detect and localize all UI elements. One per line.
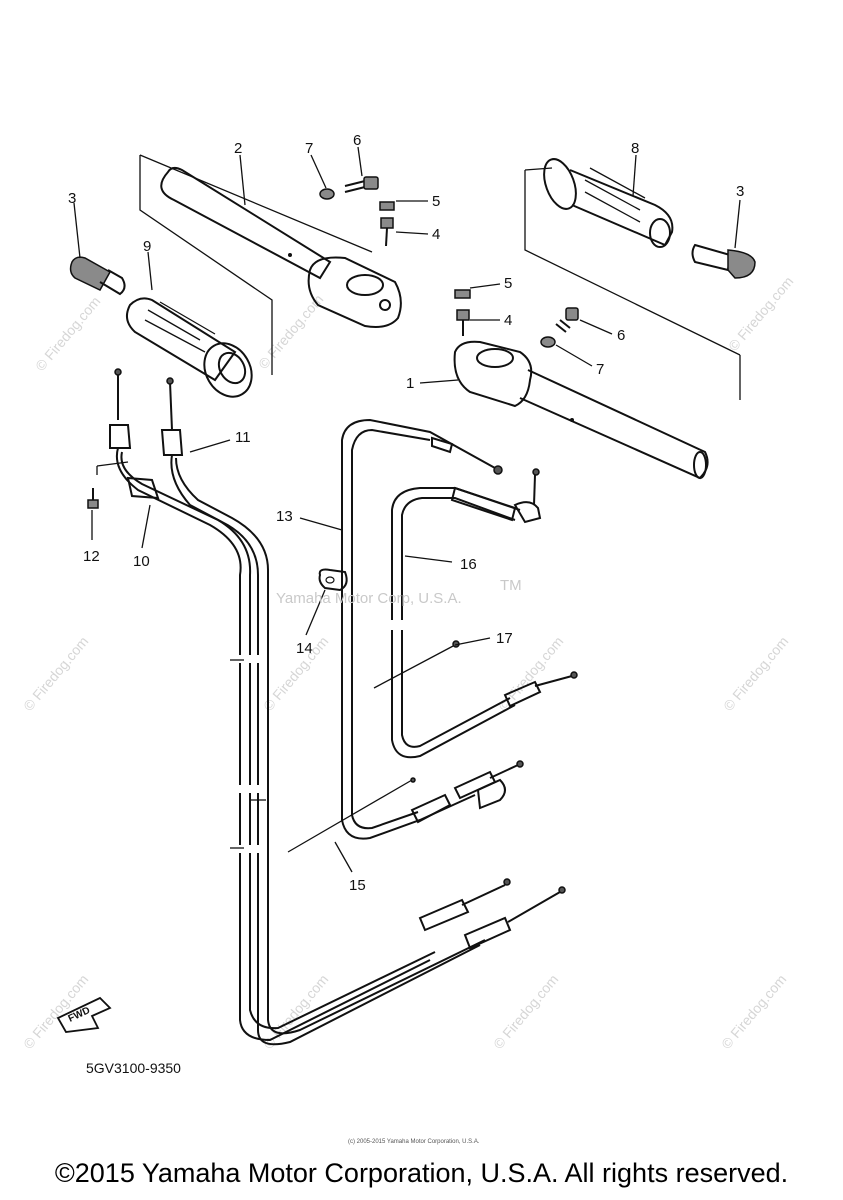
- label-3-left: 3: [68, 190, 76, 207]
- cable-15: [287, 630, 524, 853]
- bolts-and-washers: [87, 176, 579, 509]
- yamaha-watermark: Yamaha Motor Corp, U.S.A.: [276, 590, 462, 607]
- label-9: 9: [143, 238, 151, 255]
- left-bar-end: [69, 256, 126, 296]
- leader-lines: [73, 146, 741, 873]
- washer-7: [319, 188, 335, 200]
- copyright-notice: ©2015 Yamaha Motor Corporation, U.S.A. A…: [54, 1158, 789, 1188]
- label-3-right: 3: [736, 183, 744, 200]
- watermark-text: © Firedog.com: [490, 971, 561, 1052]
- label-5: 5: [432, 193, 440, 210]
- label-11: 11: [235, 429, 251, 446]
- diagram-code: 5GV3100-9350: [86, 1060, 181, 1076]
- callout-labels: 2 7 6 5 4 3 9 8 3 5 4 6 7 1 11 12 10 13 …: [68, 132, 744, 894]
- label-2: 2: [234, 140, 242, 157]
- left-handlebar: [160, 166, 402, 328]
- cable-16: [391, 468, 578, 759]
- label-16: 16: [460, 556, 477, 573]
- label-7-right: 7: [596, 361, 604, 378]
- throttle-cables: [96, 368, 566, 1046]
- left-grip: [125, 297, 253, 398]
- cable-13: [318, 418, 503, 640]
- label-13: 13: [276, 508, 293, 525]
- label-6-right: 6: [617, 327, 625, 344]
- label-1: 1: [406, 375, 414, 392]
- label-4: 4: [432, 226, 440, 243]
- label-15: 15: [349, 877, 366, 894]
- label-6: 6: [353, 132, 361, 149]
- assembly-outlines: [139, 154, 741, 400]
- label-10: 10: [133, 553, 150, 570]
- label-7: 7: [305, 140, 313, 157]
- label-4-right: 4: [504, 312, 512, 329]
- right-bar-end: [691, 243, 756, 279]
- label-5-right: 5: [504, 275, 512, 292]
- label-8: 8: [631, 140, 639, 157]
- watermark-text: © Firedog.com: [720, 633, 791, 714]
- watermark-text: © Firedog.com: [718, 971, 789, 1052]
- label-14: 14: [296, 640, 313, 657]
- watermark-text: © Firedog.com: [32, 293, 103, 374]
- label-17: 17: [496, 630, 513, 647]
- right-handlebar: [453, 340, 709, 480]
- right-grip: [543, 158, 674, 248]
- forward-arrow: FWD: [56, 996, 112, 1033]
- watermark-text: © Firedog.com: [20, 633, 91, 714]
- inner-wire-17: [373, 640, 460, 689]
- trademark-mark: TM: [500, 577, 522, 594]
- watermark-text: © Firedog.com: [725, 273, 796, 354]
- label-12: 12: [83, 548, 100, 565]
- fine-print: (c) 2005-2015 Yamaha Motor Corporation, …: [348, 1139, 480, 1145]
